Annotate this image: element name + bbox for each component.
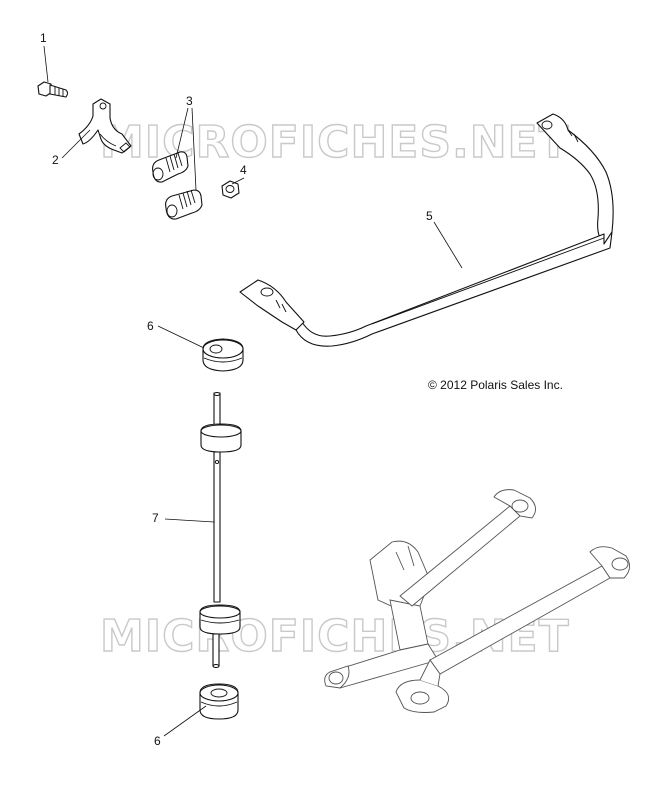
callout-5: 5	[426, 209, 433, 223]
part-4-nut[interactable]	[221, 180, 240, 199]
leader-lines	[43, 45, 463, 737]
trailing-arm-assembly-reference	[324, 489, 630, 713]
part-3-bushing-lower[interactable]	[165, 189, 203, 220]
callout-1: 1	[40, 31, 47, 45]
callout-7: 7	[152, 511, 159, 525]
callout-6-upper: 6	[147, 319, 154, 333]
callout-3: 3	[186, 94, 193, 108]
part-5-stabilizer-bar[interactable]	[239, 113, 614, 347]
part-3-bushing-upper[interactable]	[152, 151, 189, 183]
callout-2: 2	[52, 153, 59, 167]
callout-6-lower: 6	[154, 734, 161, 748]
part-2-clamp-bracket[interactable]	[78, 98, 132, 154]
callout-4: 4	[240, 163, 247, 177]
part-6-grommet-upper[interactable]	[202, 338, 244, 372]
part-1-bolt[interactable]	[37, 81, 69, 98]
copyright-notice: © 2012 Polaris Sales Inc.	[428, 378, 563, 392]
part-7-stabilizer-link[interactable]	[199, 391, 242, 669]
part-6-grommet-lower[interactable]	[199, 683, 239, 720]
callout-labels: 1 2 3 4 5 6 7 6	[40, 31, 433, 748]
